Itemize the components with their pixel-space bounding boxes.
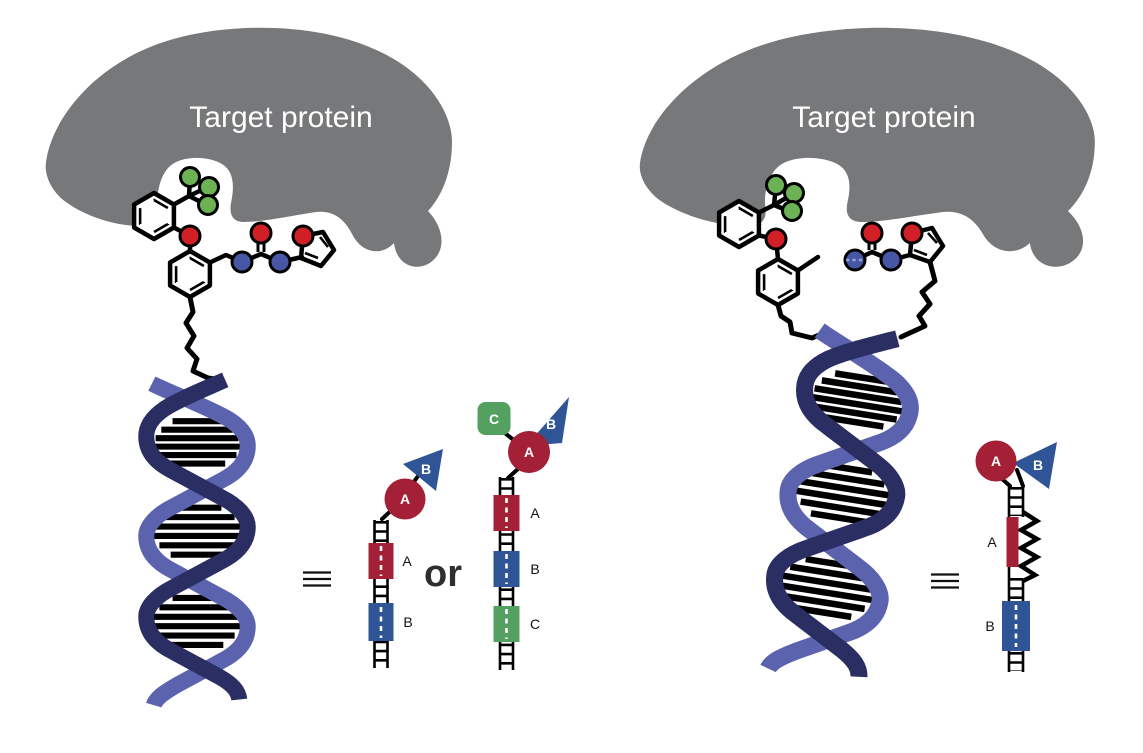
fluorine-atom	[783, 182, 805, 204]
construct-three-codes: C A B A B C	[477, 397, 569, 670]
code-b-label: B	[403, 614, 412, 630]
building-block-b-triangle	[403, 449, 443, 491]
target-protein-blob	[45, 27, 453, 267]
oxygen-atom	[178, 224, 202, 248]
building-block-a-circle	[384, 478, 426, 520]
target-protein-title: Target protein	[189, 101, 372, 134]
small-molecule-ligand	[131, 166, 337, 383]
furan-double-bonds	[913, 232, 938, 257]
panel-single-pharmacophore: Target protein	[45, 27, 569, 705]
ladder-rails	[373, 520, 389, 668]
strand-b-zigzag	[1016, 510, 1042, 584]
code-a-label: A	[402, 553, 412, 569]
oxygen-atom	[249, 221, 273, 245]
code-b-label: B	[530, 561, 539, 577]
code-a-label: A	[987, 534, 997, 550]
building-block-a-circle	[975, 440, 1017, 482]
equivalence-icon	[303, 571, 331, 587]
dna-double-helix	[146, 380, 248, 705]
tag-a-letter: A	[400, 491, 410, 507]
furan-double-bonds	[304, 236, 330, 260]
fluorine-atom	[179, 166, 201, 188]
nitrogen-atom	[879, 248, 903, 272]
oxygen-atom	[900, 221, 924, 245]
tag-c-letter: C	[489, 411, 499, 427]
fragment-b-linker	[898, 259, 938, 340]
code-b-label: B	[985, 618, 994, 634]
atoms	[178, 166, 315, 274]
code-a-label: A	[530, 505, 540, 521]
oxygen-atom	[764, 227, 788, 251]
fragment-a-linker	[775, 302, 829, 341]
oxygen-atom	[291, 224, 315, 248]
fluorine-atom	[781, 200, 803, 222]
fluorine-atom	[765, 174, 787, 196]
or-label: or	[424, 553, 462, 595]
fluorine-atom	[198, 176, 220, 198]
construct-two-codes: A B A B	[368, 449, 443, 668]
code-a-box	[1006, 517, 1019, 567]
tag-b-letter: B	[421, 461, 431, 477]
fluorine-atom	[197, 194, 219, 216]
target-protein-title: Target protein	[792, 101, 975, 134]
alkyl-linker-chain	[183, 294, 225, 383]
equivalence-icon	[931, 573, 959, 589]
nitrogen-atom	[268, 250, 292, 274]
fragment-b-molecule	[843, 221, 946, 340]
building-block-a-circle	[508, 431, 550, 473]
tag-a-letter: A	[524, 444, 534, 460]
construct-dual-pharmacophore: A B A B	[975, 440, 1057, 672]
fragment-a-molecule	[716, 174, 829, 341]
tag-b-letter: B	[546, 416, 556, 432]
building-block-b-triangle	[1013, 442, 1057, 489]
oxygen-atom	[860, 221, 884, 245]
tag-a-letter: A	[991, 453, 1001, 469]
panel-dual-pharmacophore: Target protein	[639, 27, 1095, 685]
code-c-label: C	[530, 616, 540, 632]
nitrogen-atom	[230, 250, 254, 274]
tag-b-letter: B	[1033, 457, 1043, 473]
dna-double-helix	[760, 326, 921, 685]
building-block-c-square	[477, 402, 511, 435]
